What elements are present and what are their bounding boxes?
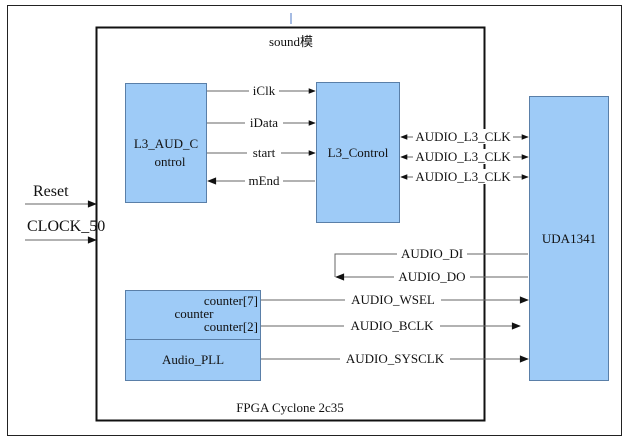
l3-aud-control-block xyxy=(125,83,207,203)
audio-di-label-bg xyxy=(397,246,467,261)
audio-wsel-label: AUDIO_WSEL xyxy=(351,292,435,307)
module-title: sound模 xyxy=(269,34,313,49)
iclk-label: iClk xyxy=(253,83,276,98)
fpga-label: FPGA Cyclone 2c35 xyxy=(236,400,344,415)
mend-label-bg xyxy=(245,173,283,188)
clock50-label: CLOCK_50 xyxy=(27,218,105,235)
idata-label: iData xyxy=(250,115,278,130)
audio-di-label: AUDIO_DI xyxy=(401,246,463,261)
l3-clk-label-1-bg xyxy=(413,129,513,144)
audio-do-label: AUDIO_DO xyxy=(398,269,465,284)
audio-do-label-bg xyxy=(394,269,470,284)
audio-pll-label: Audio_PLL xyxy=(162,352,224,367)
reset-label: Reset xyxy=(33,183,69,200)
uda1341-label: UDA1341 xyxy=(542,231,596,246)
audio-bclk-label: AUDIO_BCLK xyxy=(350,318,434,333)
l3-aud-control-label-line1: L3_AUD_C xyxy=(134,136,198,151)
l3-aud-control-label-line2: ontrol xyxy=(154,154,185,169)
counter7-label: counter[7] xyxy=(204,293,258,308)
audio-sysclk-label: AUDIO_SYSCLK xyxy=(346,351,445,366)
audio-bclk-label-bg xyxy=(344,318,440,333)
counter2-label: counter[2] xyxy=(204,319,258,334)
l3-clk-label-2-bg xyxy=(413,149,513,164)
l3-control-label: L3_Control xyxy=(328,145,389,160)
iclk-label-bg xyxy=(249,83,279,98)
l3-clk-label-2: AUDIO_L3_CLK xyxy=(415,149,511,164)
start-label-bg xyxy=(247,145,281,160)
counter-label: counter xyxy=(175,306,215,321)
mend-label: mEnd xyxy=(248,173,280,188)
uda1341-block xyxy=(529,96,609,381)
fpga-module-box xyxy=(95,26,486,422)
idata-label-bg xyxy=(245,115,283,130)
l3-clk-label-3-bg xyxy=(413,169,513,184)
audio-pll-block xyxy=(125,339,261,381)
counter-block xyxy=(125,290,261,340)
l3-clk-label-3: AUDIO_L3_CLK xyxy=(415,169,511,184)
l3-control-block xyxy=(316,82,400,223)
l3-clk-label-1: AUDIO_L3_CLK xyxy=(415,129,511,144)
audio-wsel-label-bg xyxy=(345,292,441,307)
start-label: start xyxy=(253,145,276,160)
audio-sysclk-label-bg xyxy=(340,351,450,366)
outer-frame xyxy=(7,5,622,436)
